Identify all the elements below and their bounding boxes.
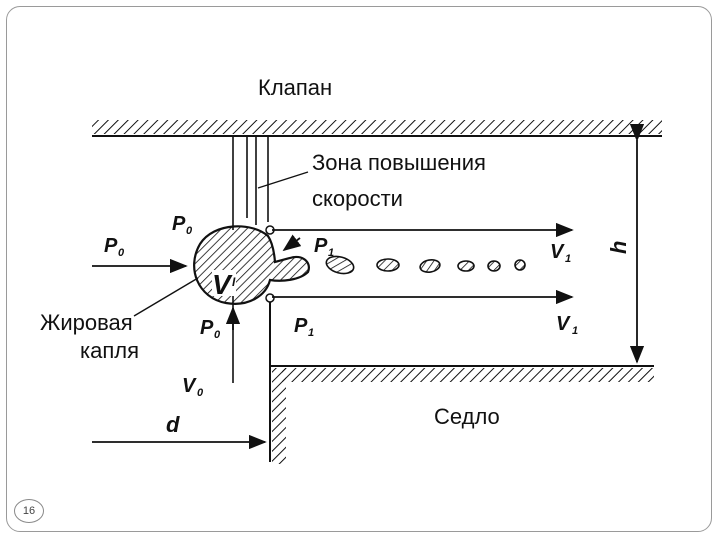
v1-upper-sub: 1 [565,253,571,265]
p0-bottom-label: P [200,317,214,339]
p1-lower-sub: 1 [308,327,314,339]
p1-lower-label: P [294,315,308,337]
zone-label-line1: Зона повышения [312,150,486,175]
p0-left-sub: 0 [118,247,125,259]
fat-label-line1: Жировая [40,310,133,335]
fat-fragment [325,255,355,275]
valve-label: Клапан [258,75,332,100]
v0-label: V [182,375,197,397]
fat-fragment [419,259,441,273]
h-label: h [606,241,631,254]
p1-upper-label: P [314,235,328,257]
seat-hatch-side [272,368,286,464]
p0-top-sub: 0 [186,225,193,237]
fat-label-arrow [133,277,199,317]
zone-label-line2: скорости [312,186,403,211]
droplet-label-bg [212,270,236,296]
p0-left-label: P [104,235,118,257]
fat-fragment [487,260,501,272]
slide-number: 16 [14,499,44,523]
droplet-label: V [212,269,233,300]
gap-corner-bottom [265,293,275,303]
slide-frame [6,6,712,532]
fat-fragment [376,258,400,272]
droplet-label-sub: I [232,275,236,289]
seat-hatch-top [282,368,654,382]
zone-pointer-line [257,171,309,189]
fat-label-line2: капля [80,338,139,363]
seat-label: Седло [434,404,500,429]
fat-fragment [514,259,526,271]
v1-upper-label: V [550,241,565,263]
valve-hatch [92,120,662,134]
v1-lower-label: V [556,313,571,335]
p1-upper-sub: 1 [328,247,334,259]
fat-fragment [457,260,475,272]
d-label: d [166,412,180,437]
p1-arrow [282,234,302,252]
v1-lower-sub: 1 [572,325,578,337]
p0-top-label: P [172,213,186,235]
p0-bottom-sub: 0 [214,329,221,341]
v0-sub: 0 [197,387,204,399]
